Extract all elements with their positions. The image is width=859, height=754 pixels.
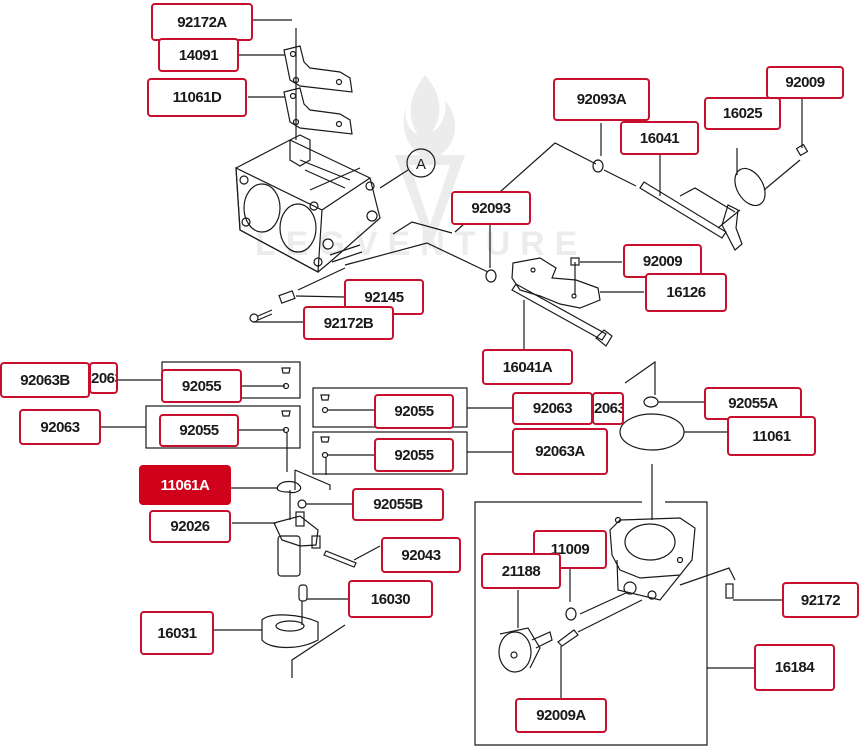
float-chamber-body [609, 516, 696, 601]
callout-11061[interactable]: 11061 [727, 416, 816, 456]
callout-92093[interactable]: 92093 [451, 191, 531, 225]
washer-11009 [565, 607, 577, 621]
reference-marker-label: A [416, 156, 426, 173]
callout-92026[interactable]: 92026 [149, 510, 231, 543]
callout-92172A[interactable]: 92172A [151, 3, 253, 41]
callout-92093A[interactable]: 92093A [553, 78, 650, 121]
watermark-logo [395, 75, 465, 250]
callout-92063A[interactable]: 92063A [512, 428, 608, 475]
callout-16041A[interactable]: 16041A [482, 349, 573, 385]
callout-92063C[interactable]: 2063C [592, 392, 624, 425]
gasket-11061D [283, 87, 353, 135]
callout-92055A[interactable]: 92055A [704, 387, 802, 420]
float-bowl-16031 [261, 614, 319, 649]
plate-16126 [511, 257, 601, 309]
pilot-jet-body-92026 [232, 490, 321, 577]
o-ring-92055A [643, 396, 659, 408]
callout-92172[interactable]: 92172 [782, 582, 859, 618]
callout-21188[interactable]: 21188 [481, 553, 561, 589]
watermark-text: LEGVENTURE [255, 225, 587, 263]
screw-92009A [557, 629, 579, 647]
callout-92009-top[interactable]: 92009 [766, 66, 844, 99]
o-ring-11061 [619, 413, 685, 451]
callout-14091[interactable]: 14091 [158, 38, 239, 72]
callout-92063B[interactable]: 92063B [0, 362, 90, 398]
assembly-box-16184 [474, 501, 708, 746]
spring-92145 [278, 267, 346, 304]
callout-92172B[interactable]: 92172B [303, 306, 394, 340]
callout-92063D[interactable]: 2063D [89, 362, 118, 394]
jet-box-4 [312, 431, 468, 475]
throttle-plate-16025 [734, 167, 766, 207]
screw-92172B [249, 309, 305, 323]
callout-92063-right[interactable]: 92063 [512, 392, 593, 425]
shaft-16041 [639, 181, 727, 239]
gasket-11061A [276, 480, 302, 494]
callout-16126[interactable]: 16126 [645, 273, 727, 312]
callout-92055-1[interactable]: 92055 [161, 369, 242, 403]
callout-92009A[interactable]: 92009A [515, 698, 607, 733]
reference-marker-circle [406, 148, 436, 178]
callout-92055-2[interactable]: 92055 [159, 414, 239, 447]
shaft-16041A [511, 283, 607, 341]
callout-16030[interactable]: 16030 [348, 580, 433, 618]
callout-16041[interactable]: 16041 [620, 121, 699, 155]
callout-92055-3[interactable]: 92055 [374, 394, 454, 429]
callout-16025[interactable]: 16025 [704, 97, 781, 130]
callout-92055-4[interactable]: 92055 [374, 438, 454, 472]
callout-16031[interactable]: 16031 [140, 611, 214, 655]
callout-92009-mid[interactable]: 92009 [623, 244, 702, 278]
bracket-14091 [283, 45, 353, 93]
callout-92063-left[interactable]: 92063 [19, 409, 101, 445]
carburetor-body [235, 134, 381, 273]
needle-92043 [323, 550, 357, 568]
choke-plunger-21188 [498, 627, 553, 673]
callout-92043[interactable]: 92043 [381, 537, 461, 573]
callout-16184[interactable]: 16184 [754, 644, 835, 691]
jet-16030 [298, 584, 308, 602]
callout-11061A-highlighted[interactable]: 11061A [139, 465, 231, 505]
callout-92055B[interactable]: 92055B [352, 488, 444, 521]
callout-11061D[interactable]: 11061D [147, 78, 247, 117]
